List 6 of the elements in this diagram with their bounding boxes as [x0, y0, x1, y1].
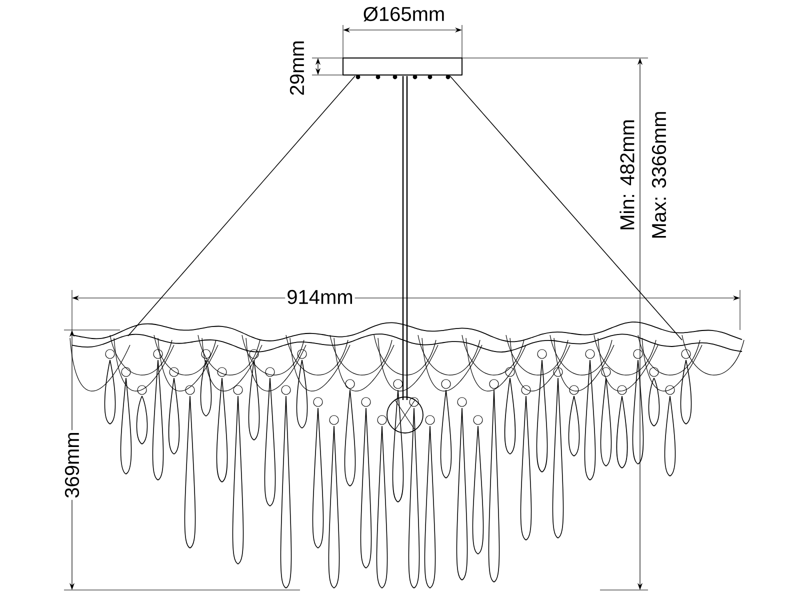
dimension-label: 914mm	[285, 288, 355, 306]
dimension-label: Ø165mm	[361, 5, 447, 23]
dimension-label: Max: 3366mm	[650, 109, 668, 241]
dimension-label: Min: 482mm	[618, 118, 636, 232]
dimension-label: 369mm	[63, 430, 81, 500]
dimension-label: 29mm	[288, 38, 306, 98]
